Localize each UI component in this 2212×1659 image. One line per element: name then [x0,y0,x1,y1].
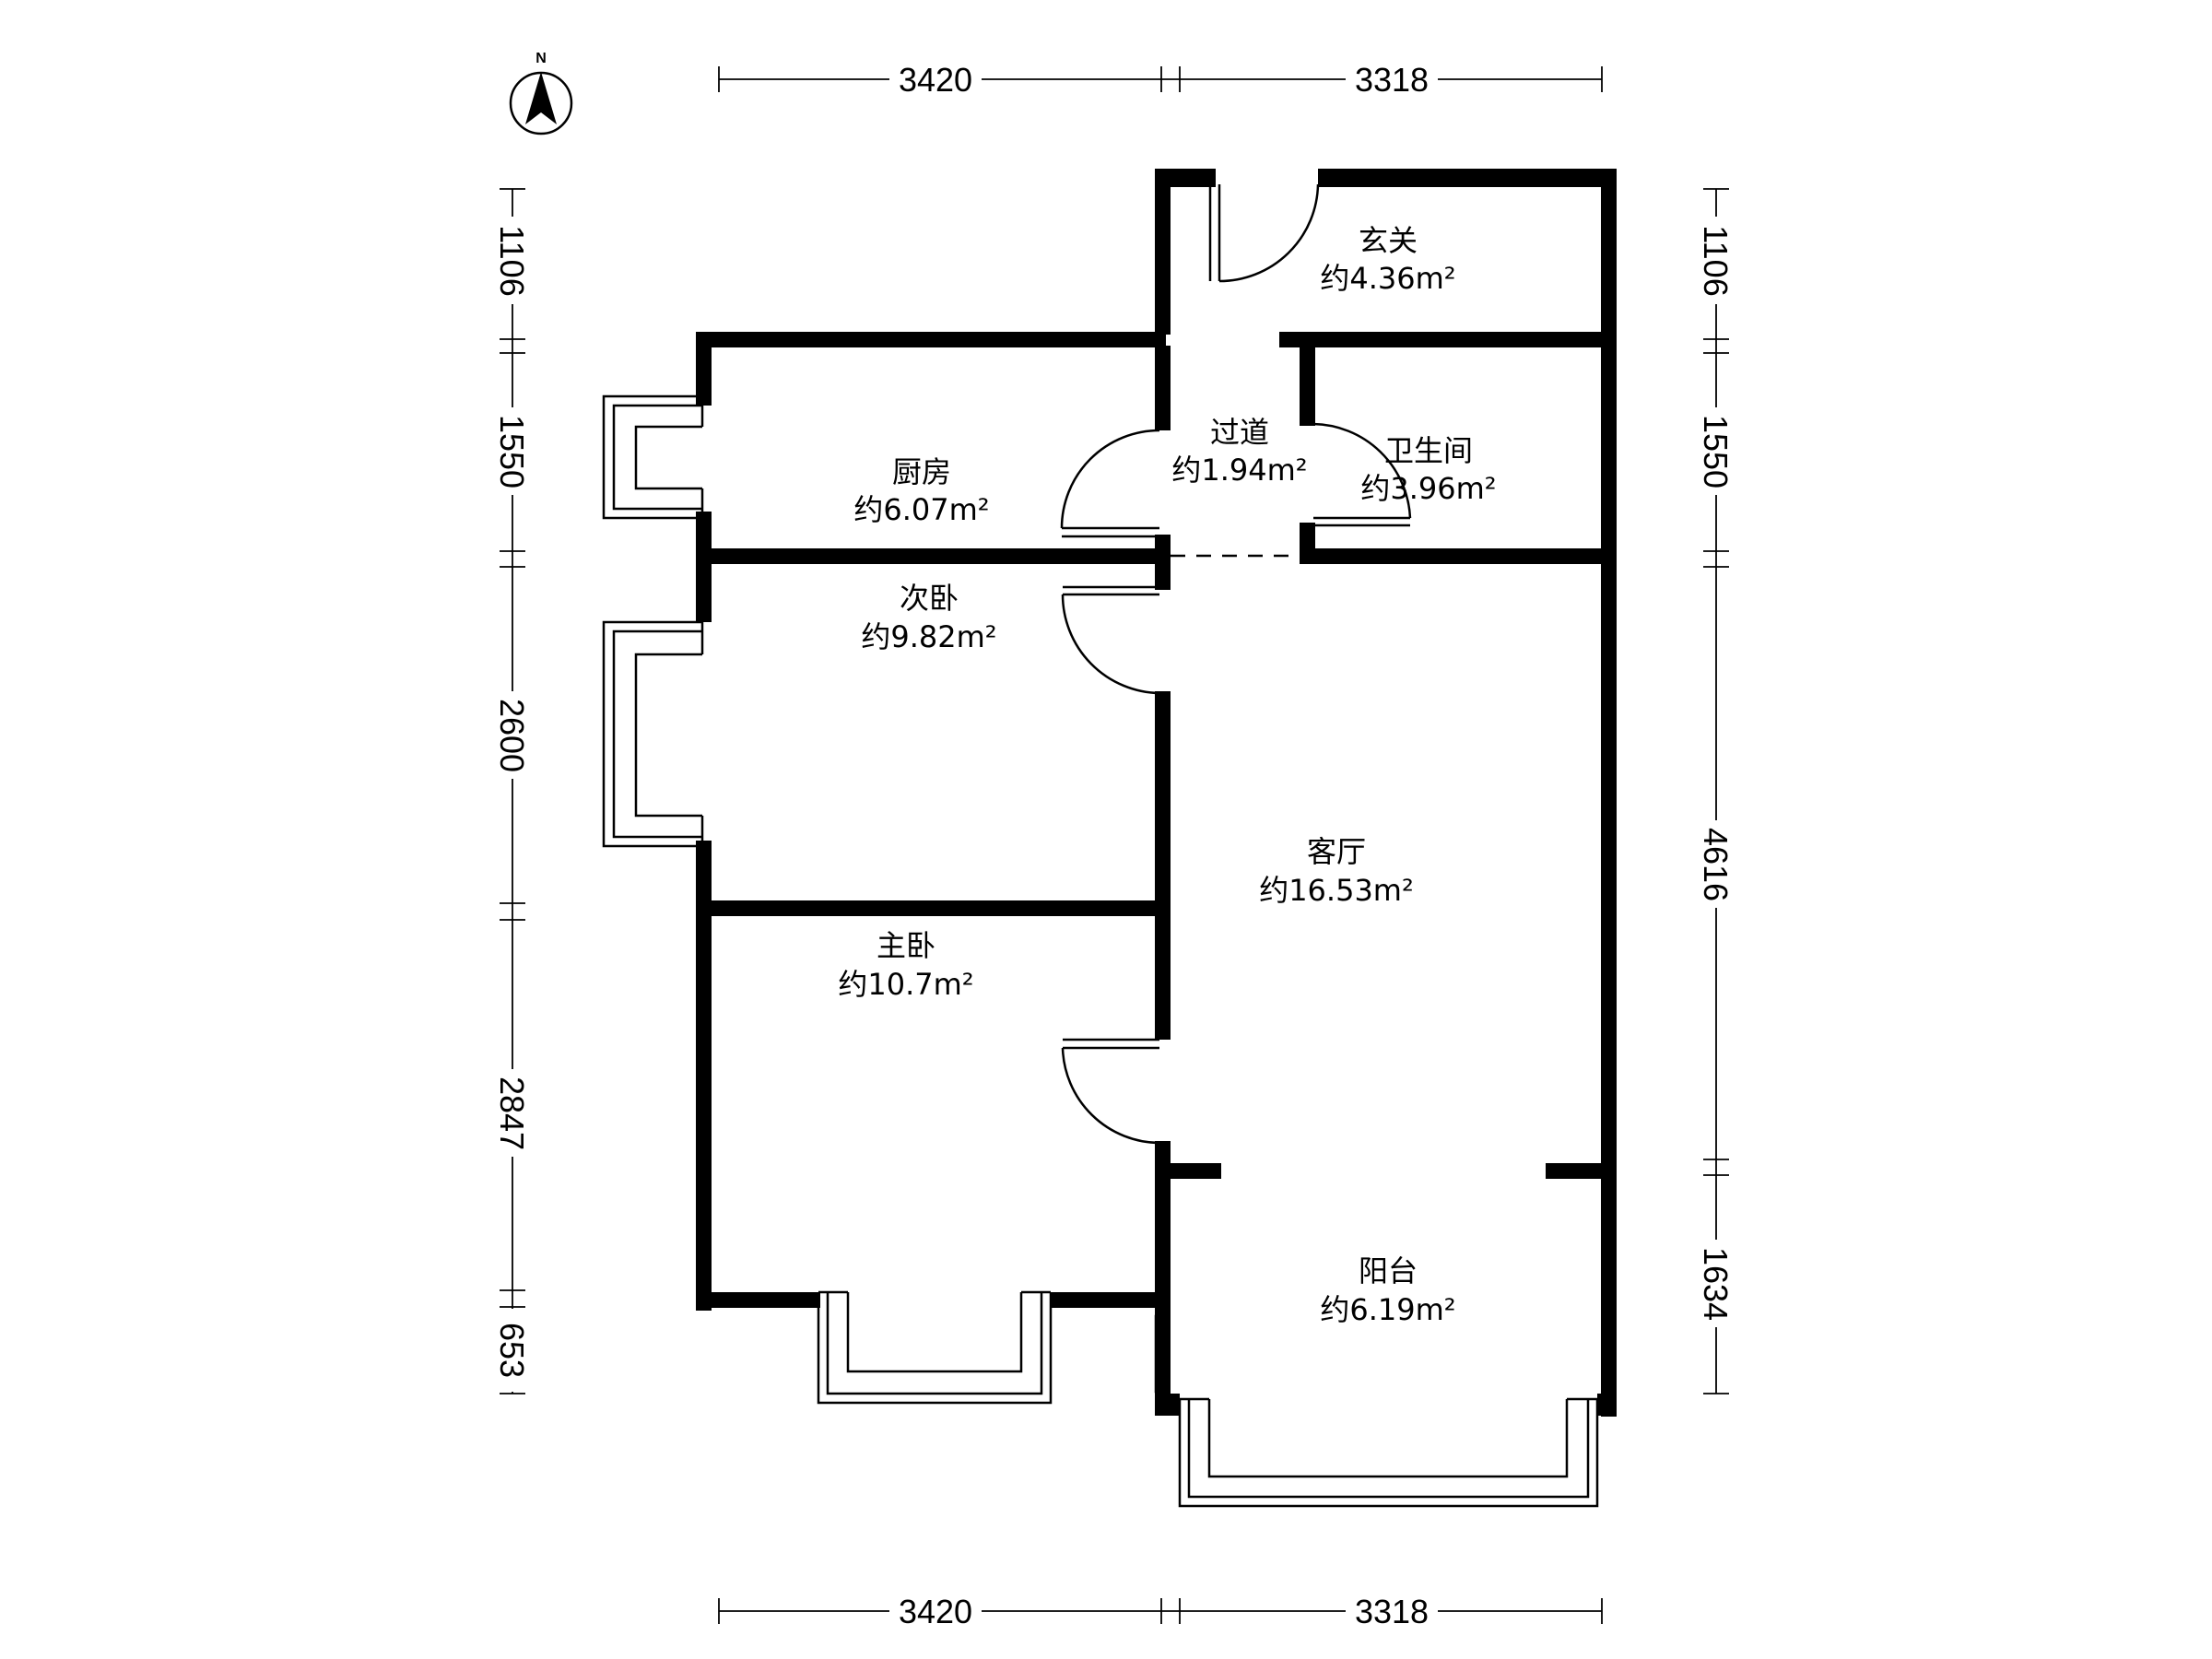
dim-left-3: 2600 [493,699,531,772]
room-area: 约4.36m² [1320,261,1455,296]
dimension-top: 3420 3318 [718,61,1603,99]
room-area: 约10.7m² [838,967,973,1002]
dimension-right: 1106 1550 4616 1634 [1697,188,1735,1394]
compass: N [509,51,573,135]
dimension-left: 1106 1550 2600 2847 653 [493,188,531,1394]
room-master-bedroom: 主卧 约10.7m² [838,928,973,1002]
master-bedroom-door [1061,1038,1160,1145]
dim-right-1: 1106 [1697,225,1735,296]
room-area: 约6.19m² [1320,1292,1455,1327]
room-area: 约16.53m² [1259,873,1414,908]
entrance-door [1208,183,1320,283]
room-name: 过道 [1210,415,1269,450]
room-labels: 玄关 约4.36m² 过道 约1.94m² 厨房 约6.07m² 卫生间 约3.… [838,223,1496,1327]
doors [1060,183,1412,1145]
kitchen-door [1060,429,1160,538]
dim-bottom-right: 3318 [1355,1593,1429,1630]
second-bedroom-bay-window [602,620,704,848]
room-area: 约1.94m² [1171,453,1307,488]
room-name: 客厅 [1307,834,1366,869]
room-area: 约3.96m² [1360,471,1496,506]
windows [602,394,1599,1508]
dim-top-right: 3318 [1355,61,1429,99]
balcony-bay-window [1178,1397,1599,1508]
room-second-bedroom: 次卧 约9.82m² [861,581,996,654]
second-bedroom-door [1061,585,1160,695]
dim-right-2: 1550 [1697,415,1735,488]
room-name: 主卧 [877,928,935,963]
room-name: 玄关 [1359,223,1418,258]
room-name: 阳台 [1359,1253,1418,1288]
room-name: 厨房 [892,454,951,489]
north-arrow-icon [509,71,573,135]
dim-left-1: 1106 [493,225,531,296]
dim-left-4: 2847 [493,1077,531,1150]
room-balcony: 阳台 约6.19m² [1320,1253,1455,1327]
room-name: 卫生间 [1384,433,1473,468]
room-name: 次卧 [900,581,959,616]
dimension-bottom: 3420 3318 [718,1593,1603,1630]
room-area: 约6.07m² [853,492,989,527]
dim-top-left: 3420 [899,61,972,99]
kitchen-bay-window [602,394,704,520]
dim-right-3: 4616 [1697,828,1735,901]
dim-left-5: 653 [493,1323,531,1378]
dim-left-2: 1550 [493,415,531,488]
walls [696,169,1617,1417]
room-living-room: 客厅 约16.53m² [1259,834,1414,908]
room-kitchen: 厨房 约6.07m² [853,454,989,527]
room-foyer: 玄关 约4.36m² [1320,223,1455,296]
dim-bottom-left: 3420 [899,1593,972,1630]
room-bathroom: 卫生间 约3.96m² [1360,433,1496,506]
room-area: 约9.82m² [861,619,996,654]
dim-right-4: 1634 [1697,1247,1735,1321]
bathroom-door [1312,422,1412,527]
master-bedroom-bay-window [817,1290,1053,1405]
room-corridor: 过道 约1.94m² [1171,415,1307,488]
compass-label: N [535,51,547,66]
